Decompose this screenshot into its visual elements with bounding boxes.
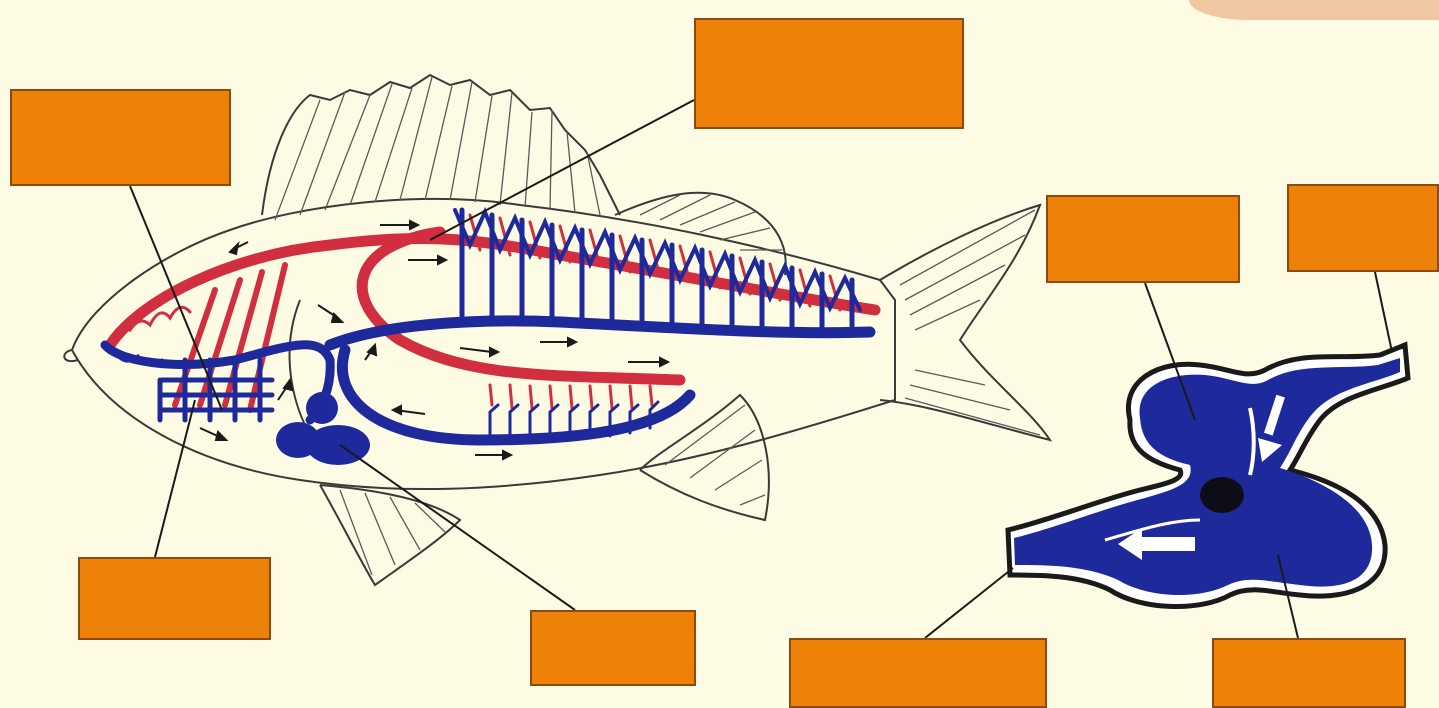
tail-fin	[880, 205, 1050, 440]
leader-gills	[130, 186, 222, 410]
leader-gill-capillaries	[155, 400, 195, 557]
label-box-gill-capillaries[interactable]	[78, 557, 271, 640]
hepatic-vein	[342, 350, 690, 440]
label-box-gills[interactable]	[10, 89, 231, 186]
pelvic-fin	[320, 485, 460, 585]
label-box-dorsal-aorta[interactable]	[694, 18, 964, 129]
heart-detail	[1008, 345, 1408, 606]
label-box-atrium[interactable]	[1046, 195, 1240, 283]
heart-valve	[1200, 477, 1244, 513]
label-box-heart[interactable]	[530, 610, 696, 686]
leader-dorsal-aorta	[430, 100, 694, 240]
label-box-bulbus-arteriosus[interactable]	[789, 638, 1047, 708]
label-box-ventricle[interactable]	[1212, 638, 1406, 708]
leader-bulbus	[925, 568, 1013, 638]
dorsal-fin	[262, 75, 620, 215]
leader-sinus-venosus	[1375, 272, 1392, 352]
label-box-sinus-venosus[interactable]	[1287, 184, 1439, 272]
